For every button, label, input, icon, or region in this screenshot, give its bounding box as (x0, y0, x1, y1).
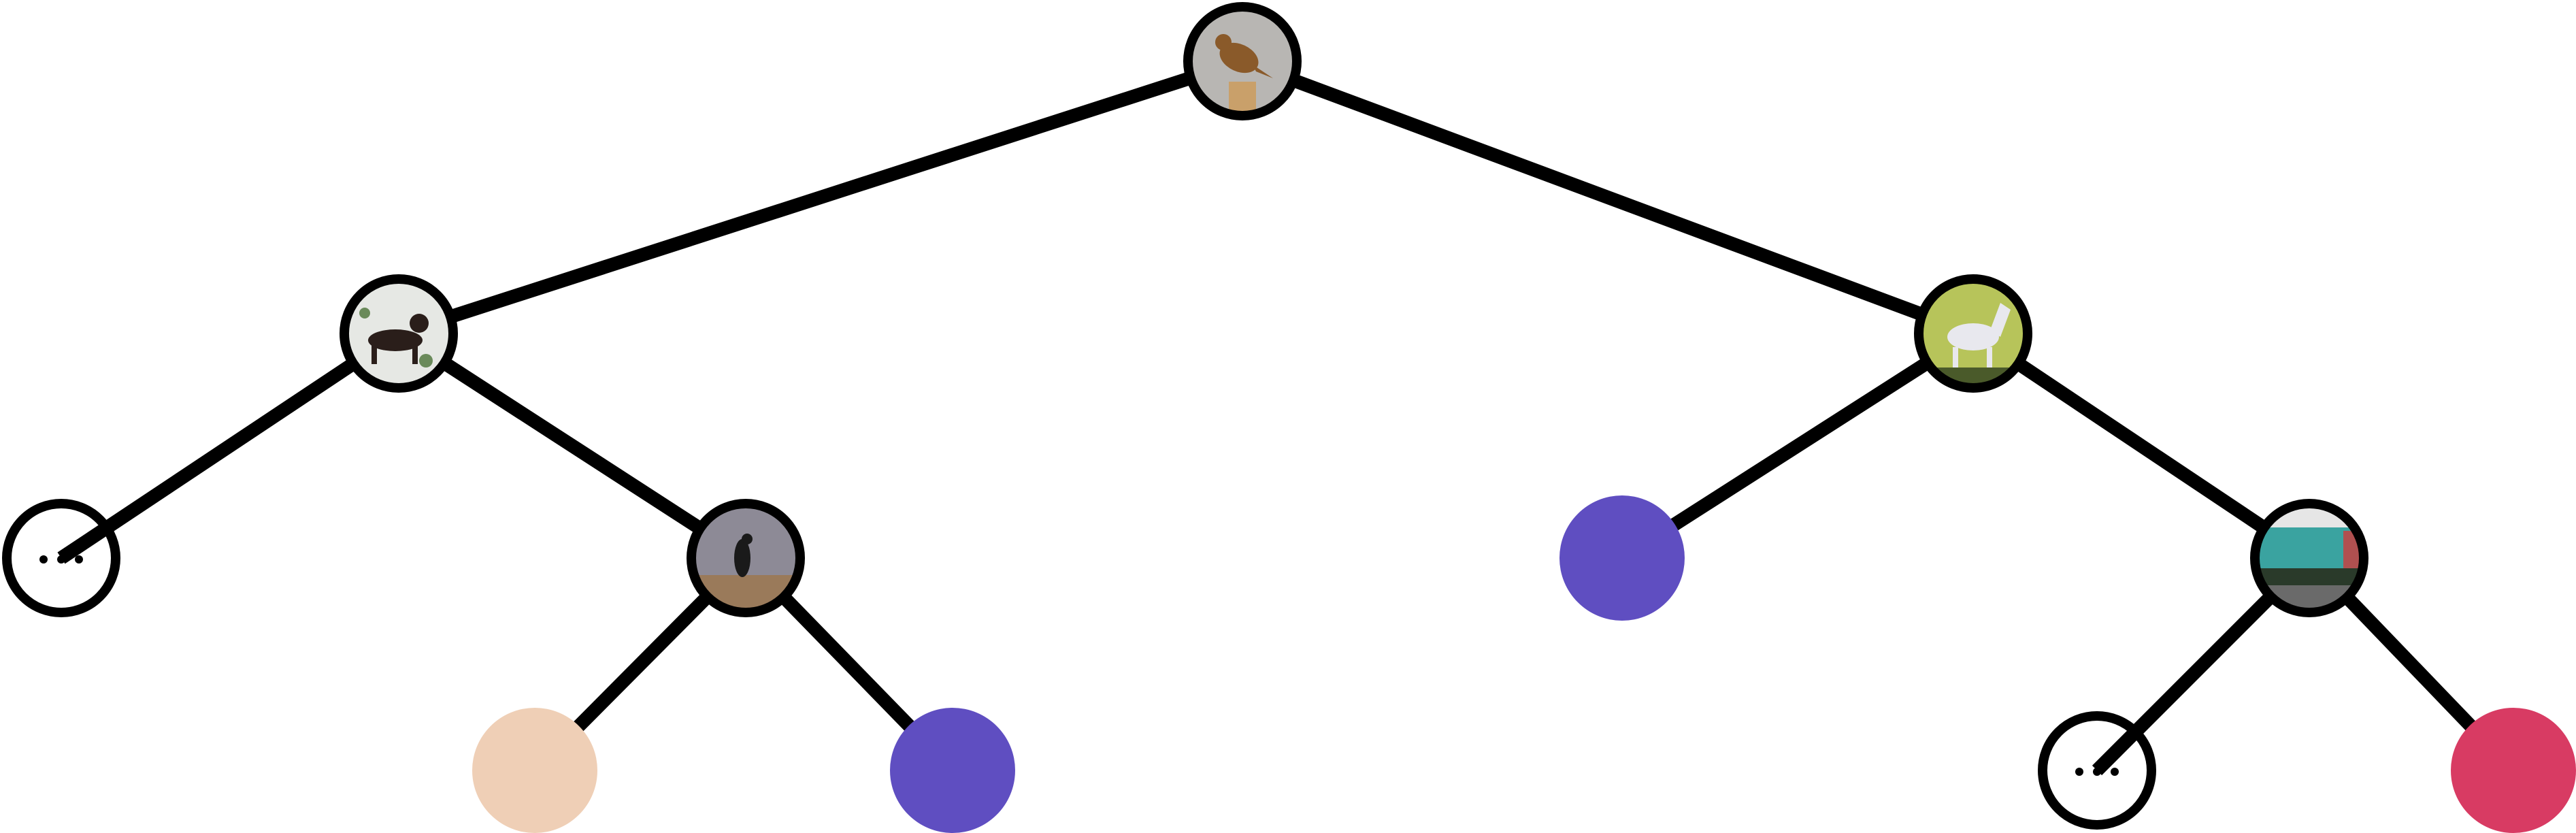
leaf-circle (2451, 708, 2576, 833)
edge-l1-left-to-l2-crow (395, 327, 750, 564)
edge-l1-left-to-l2-left-ellipsis (57, 327, 403, 564)
tree-node-l1-right (1914, 274, 2032, 393)
tree-node-l2-truck (2250, 499, 2368, 617)
edge-l1-right-to-l2-truck (1969, 327, 2313, 564)
leaf-circle (1559, 495, 1685, 621)
tree-node-l2-crow (687, 499, 805, 617)
node-border (2250, 499, 2368, 617)
ellipsis-dot (2075, 768, 2083, 776)
ellipsis-dot (2111, 768, 2119, 776)
edge-root-to-l1-right (1240, 54, 1976, 340)
tree-node-root (1183, 2, 1302, 120)
edges-layer (57, 54, 2519, 776)
node-border (687, 499, 805, 617)
node-border (2, 499, 120, 617)
ellipsis-dot (2093, 768, 2101, 776)
edge-root-to-l1-left (396, 54, 1245, 340)
tree-node-l3-peach-leaf (472, 708, 597, 833)
edge-l1-right-to-l2-purple-leaf (1618, 327, 1977, 564)
node-border (1183, 2, 1302, 120)
tree-node-l2-purple-leaf (1559, 495, 1685, 621)
tree-node-l3-purple-leaf (890, 708, 1015, 833)
ellipsis-dot (39, 555, 48, 564)
ellipsis-dot (57, 555, 65, 564)
tree-node-l1-left (340, 274, 458, 393)
leaf-circle (472, 708, 597, 833)
tree-node-l3-right-ellipsis (2038, 711, 2156, 830)
ellipsis-icon (39, 555, 83, 564)
tree-node-l2-left-ellipsis (2, 499, 120, 617)
node-border (1914, 274, 2032, 393)
node-border (340, 274, 458, 393)
ellipsis-icon (2075, 768, 2119, 776)
tree-node-l3-red-leaf (2451, 708, 2576, 833)
node-border (2038, 711, 2156, 830)
ellipsis-dot (75, 555, 83, 564)
leaf-circle (890, 708, 1015, 833)
